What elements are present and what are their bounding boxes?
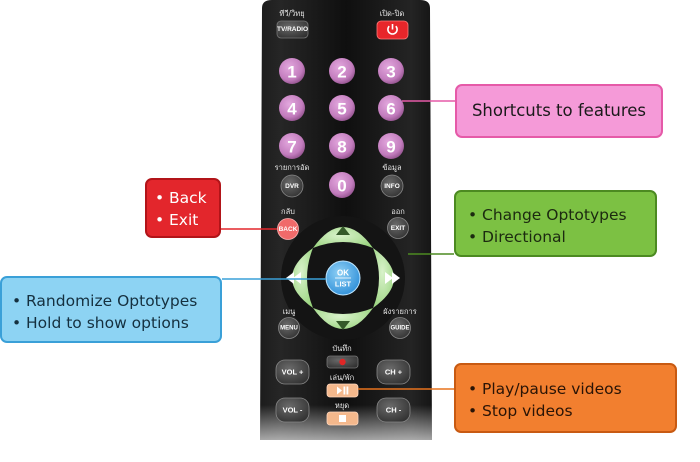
svg-text:DVR: DVR (285, 183, 299, 190)
svg-text:MENU: MENU (280, 326, 298, 332)
dvr-top-label: รายการอัด (275, 163, 310, 172)
dpad-right-button[interactable] (373, 248, 400, 308)
svg-text:CH +: CH + (385, 368, 403, 377)
vol-up-button[interactable]: VOL + (275, 359, 310, 385)
record-button[interactable] (326, 355, 359, 369)
digit-button-9[interactable]: 9 (378, 133, 404, 159)
play-pause-icon (337, 386, 349, 395)
digit-button-4[interactable]: 4 (279, 95, 305, 121)
svg-text:VOL -: VOL - (283, 406, 303, 415)
tvradio-button[interactable]: TV/RADIO (276, 20, 309, 39)
svg-text:GUIDE: GUIDE (390, 326, 409, 332)
digit-button-5[interactable]: 5 (329, 95, 355, 121)
callout-randomize-item: Randomize Optotypes (10, 290, 220, 312)
exit-top-label: ออก (391, 207, 405, 216)
callout-stop-item: Stop videos (466, 400, 675, 422)
svg-text:4: 4 (287, 100, 297, 119)
power-button[interactable] (376, 20, 409, 40)
menu-top-label: เมนู (283, 307, 296, 316)
dpad-left-button[interactable] (286, 248, 313, 308)
callout-exit-item: Exit (153, 209, 219, 231)
svg-text:6: 6 (386, 100, 395, 119)
callout-play-item: Play/pause videos (466, 378, 675, 400)
back-button[interactable]: BACK (277, 218, 299, 240)
svg-text:0: 0 (337, 177, 346, 196)
svg-text:INFO: INFO (384, 183, 400, 190)
guide-button[interactable]: GUIDE (389, 317, 411, 339)
info-button[interactable]: INFO (380, 174, 404, 198)
svg-text:OK: OK (337, 269, 349, 278)
callout-change-optotypes: Change Optotypes Directional (454, 190, 657, 257)
svg-text:7: 7 (287, 138, 296, 157)
svg-text:2: 2 (337, 63, 346, 82)
tvradio-top-label: ทีวี/วิทยุ (279, 9, 304, 18)
ch-down-button[interactable]: CH - (376, 397, 411, 423)
callout-shortcuts-text: Shortcuts to features (471, 101, 647, 120)
svg-text:VOL +: VOL + (282, 368, 304, 377)
stop-top-label: หยุด (335, 401, 349, 410)
callout-directional-item: Directional (466, 226, 655, 248)
dpad-up-button[interactable] (313, 226, 373, 248)
digit-button-2[interactable]: 2 (329, 58, 355, 84)
callout-hold-item: Hold to show options (10, 312, 220, 334)
digit-button-8[interactable]: 8 (329, 133, 355, 159)
rewind-icon (286, 272, 301, 284)
digit-button-6[interactable]: 6 (378, 95, 404, 121)
record-icon (339, 358, 346, 366)
dpad: OK LIST (281, 216, 405, 340)
info-top-label: ข้อมูล (382, 163, 401, 172)
power-top-label: เปิด-ปิด (380, 9, 405, 18)
menu-button[interactable]: MENU (278, 317, 300, 339)
fast-forward-icon (385, 272, 400, 284)
svg-text:1: 1 (287, 63, 296, 82)
exit-button[interactable]: EXIT (387, 217, 409, 239)
svg-text:TV/RADIO: TV/RADIO (277, 26, 308, 33)
stop-icon (339, 415, 346, 422)
power-icon (387, 24, 398, 35)
callout-change-item: Change Optotypes (466, 204, 655, 226)
arrow-down-icon (336, 321, 350, 330)
callout-play-stop: Play/pause videos Stop videos (454, 363, 677, 433)
dpad-down-button[interactable] (313, 308, 373, 330)
arrow-up-icon (336, 226, 350, 235)
callout-back-exit: Back Exit (145, 178, 221, 238)
svg-text:BACK: BACK (279, 226, 298, 233)
callout-randomize: Randomize Optotypes Hold to show options (0, 276, 222, 343)
digit-button-1[interactable]: 1 (279, 58, 305, 84)
play-top-label: เล่น/พัก (330, 373, 354, 382)
svg-text:8: 8 (337, 138, 346, 157)
callout-back-item: Back (153, 187, 219, 209)
ch-up-button[interactable]: CH + (376, 359, 411, 385)
svg-text:9: 9 (386, 138, 395, 157)
digit-buttons: 1 2 3 4 5 6 7 8 9 0 (279, 58, 404, 198)
digit-button-0[interactable]: 0 (329, 172, 355, 198)
digit-button-3[interactable]: 3 (378, 58, 404, 84)
play-pause-button[interactable] (326, 383, 359, 398)
ok-list-button[interactable]: OK LIST (325, 260, 361, 296)
digit-button-7[interactable]: 7 (279, 133, 305, 159)
stop-button[interactable] (326, 411, 359, 426)
dvr-button[interactable]: DVR (280, 174, 304, 198)
svg-text:EXIT: EXIT (391, 225, 405, 232)
callout-shortcuts: Shortcuts to features (455, 84, 663, 138)
svg-text:5: 5 (337, 100, 346, 119)
vol-down-button[interactable]: VOL - (275, 397, 310, 423)
svg-text:CH -: CH - (386, 406, 402, 415)
svg-text:3: 3 (386, 63, 395, 82)
svg-text:LIST: LIST (335, 280, 352, 289)
record-top-label: บันทึก (332, 344, 351, 353)
back-top-label: กลับ (281, 207, 295, 216)
guide-top-label: ผังรายการ (383, 307, 416, 316)
